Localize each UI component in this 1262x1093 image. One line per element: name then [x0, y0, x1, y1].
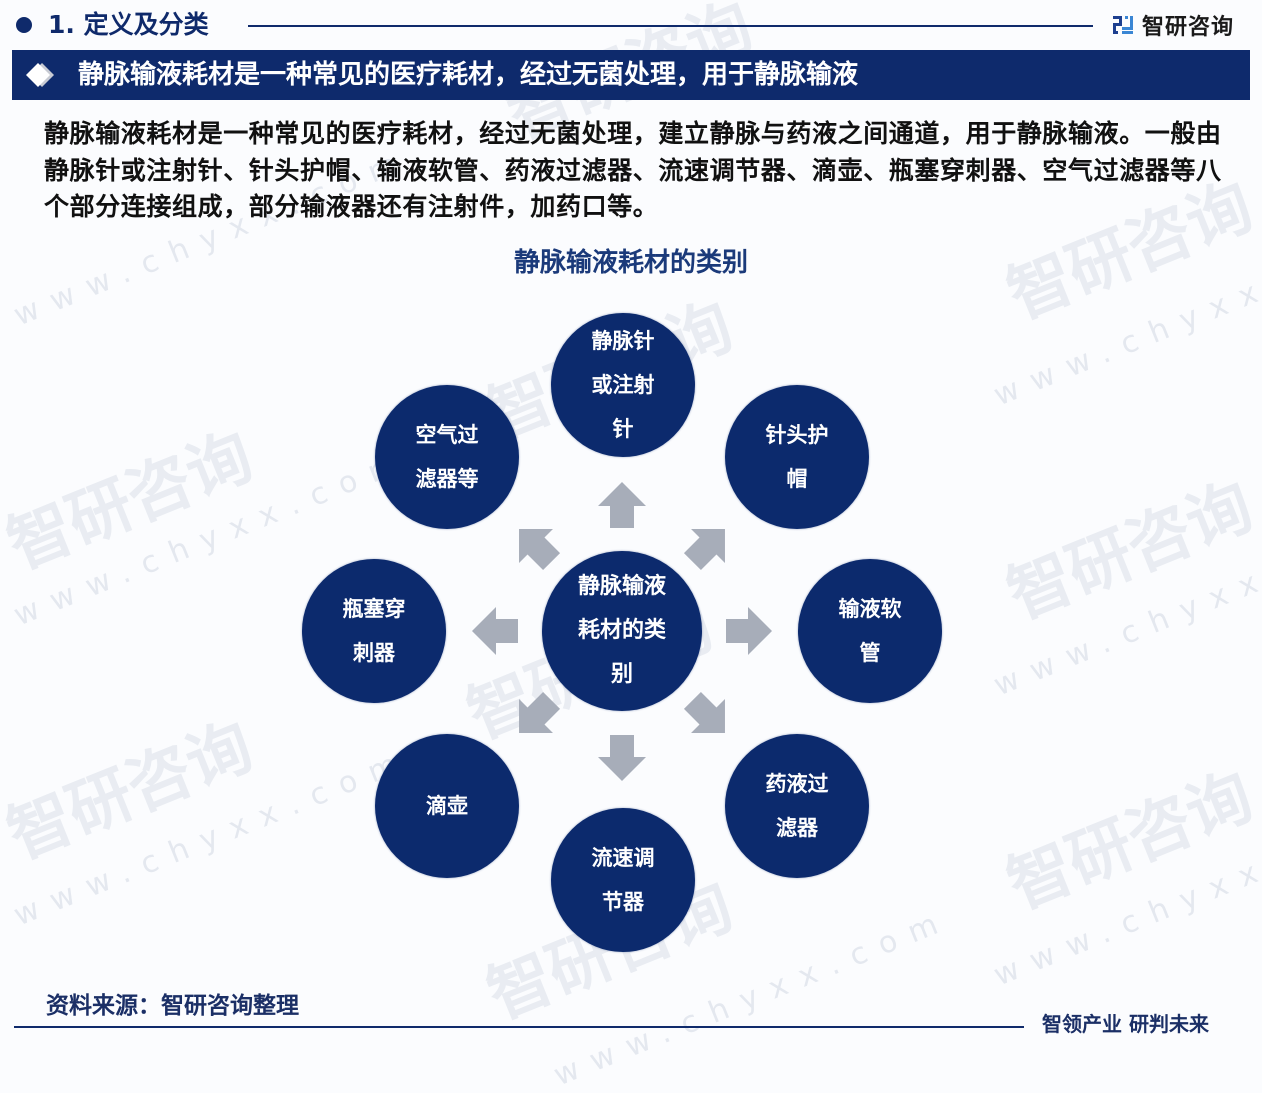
arrow-right-icon	[726, 607, 772, 655]
arrow-up-right-icon	[675, 512, 742, 579]
double-diamond-icon	[26, 63, 54, 87]
headline-banner	[12, 50, 1250, 100]
brand-logo-icon	[1113, 16, 1133, 34]
arrow-left-icon	[472, 607, 518, 655]
definition-paragraph: 静脉输液耗材是一种常见的医疗耗材，经过无菌处理，建立静脉与药液之间通道，用于静脉…	[44, 119, 1222, 221]
node-bottom-right: 药液过滤器	[725, 734, 869, 878]
node-top-right: 针头护帽	[725, 385, 869, 529]
node-bottom: 流速调节器	[551, 808, 695, 952]
node-label: 流速调节器	[591, 846, 655, 914]
center-node-label: 静脉输液耗材的类别	[577, 574, 666, 687]
source-note: 资料来源：智研咨询整理	[46, 993, 299, 1019]
node-top: 静脉针或注射针	[551, 313, 695, 457]
diagram-title: 静脉输液耗材的类别	[513, 248, 748, 278]
headline-text: 静脉输液耗材是一种常见的医疗耗材，经过无菌处理，用于静脉输液	[78, 60, 859, 90]
node-label: 药液过滤器	[765, 772, 829, 840]
node-left: 瓶塞穿刺器	[302, 559, 446, 703]
brand-name: 智研咨询	[1142, 15, 1235, 40]
node-label: 静脉针或注射针	[591, 329, 655, 441]
node-label: 瓶塞穿刺器	[342, 597, 406, 665]
header-divider	[248, 25, 1093, 27]
arrow-up-icon	[598, 482, 646, 528]
arrow-down-icon	[598, 735, 646, 781]
node-top-left: 空气过滤器等	[375, 385, 519, 529]
arrow-up-left-icon	[502, 512, 569, 579]
arrow-down-right-icon	[675, 683, 742, 750]
node-label: 滴壶	[426, 794, 468, 818]
arrow-down-left-icon	[502, 683, 569, 750]
section-title: 1. 定义及分类	[48, 10, 209, 39]
section-bullet-icon	[16, 17, 32, 33]
center-node: 静脉输液耗材的类别	[542, 551, 702, 711]
footer-divider	[14, 1026, 1024, 1028]
node-label: 输液软管	[838, 597, 902, 665]
brand: 智研咨询	[1112, 8, 1234, 42]
node-label: 空气过滤器等	[415, 423, 479, 491]
slogan: 智领产业 研判未来	[1042, 1012, 1209, 1036]
node-right: 输液软管	[798, 559, 942, 703]
node-bottom-left: 滴壶	[375, 734, 519, 878]
node-label: 针头护帽	[765, 423, 829, 491]
